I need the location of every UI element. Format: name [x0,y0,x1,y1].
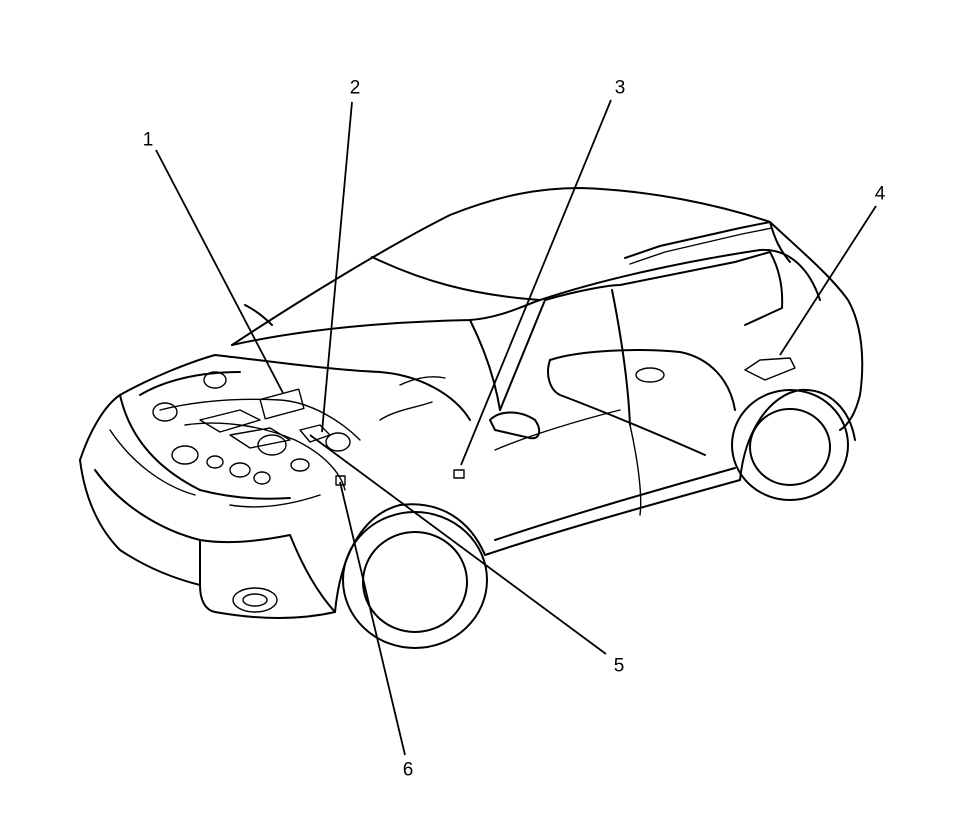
callout-4: 4 [874,183,886,205]
vehicle-illustration [79,187,864,649]
callout-6: 6 [402,759,414,781]
callout-2: 2 [349,77,361,99]
leader-lines [155,99,877,756]
callout-5: 5 [613,655,625,677]
leader-line-3 [460,99,612,466]
callout-1: 1 [142,129,154,151]
callout-3: 3 [614,77,626,99]
leader-line-5 [309,434,607,655]
leader-line-4 [779,205,877,356]
leader-line-1 [155,149,284,394]
leader-line-2 [321,101,353,433]
leader-line-6 [339,481,406,756]
